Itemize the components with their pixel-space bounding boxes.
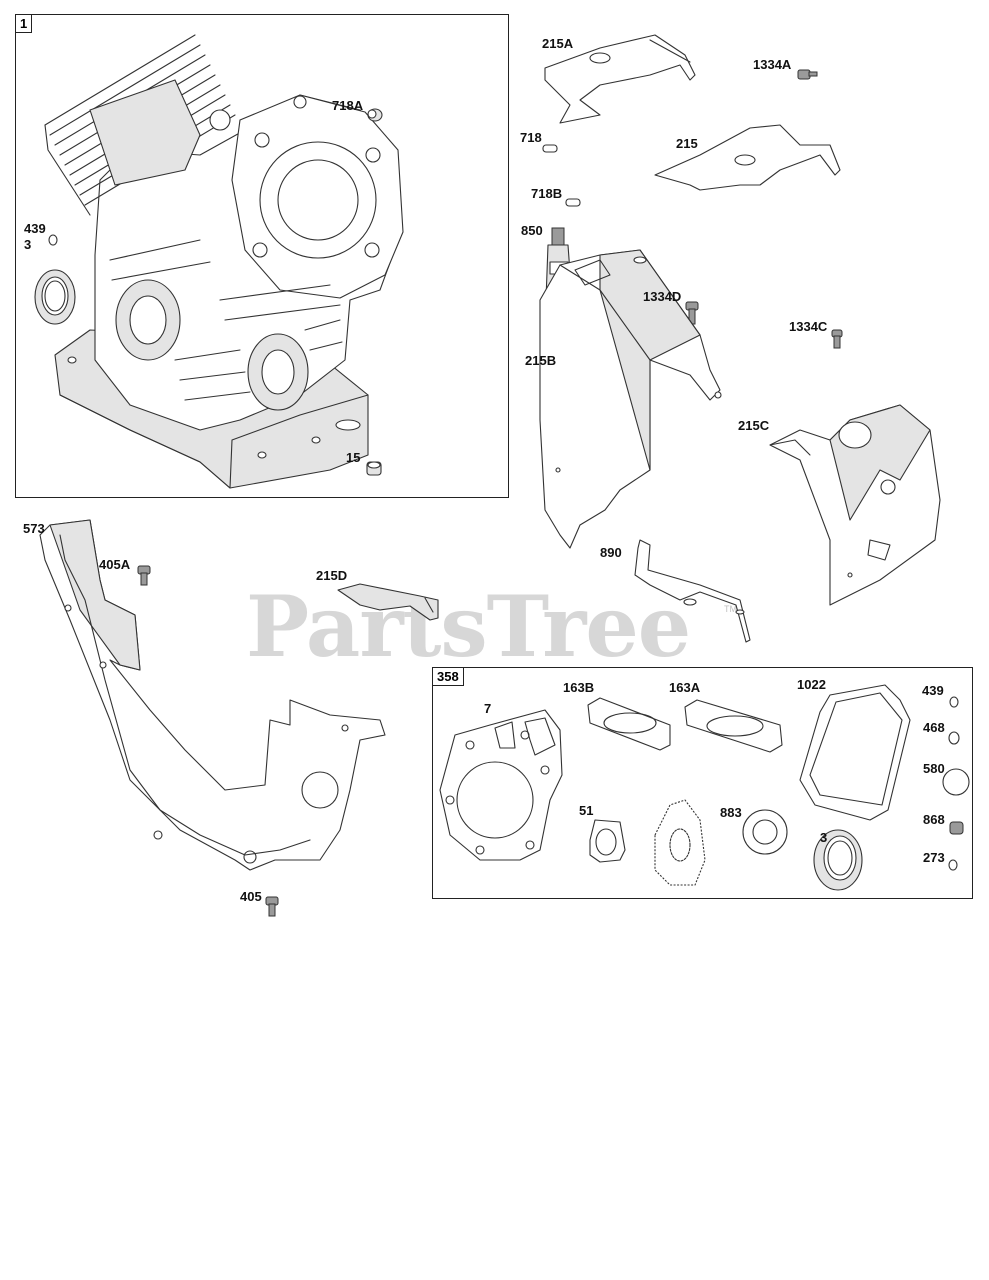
plug-868-drawing[interactable] (949, 821, 964, 835)
oring-439-top-drawing[interactable] (48, 234, 58, 246)
oring-580-drawing[interactable] (942, 768, 970, 796)
callout-3-top[interactable]: 3 (24, 237, 32, 252)
callout-718B[interactable]: 718B (531, 186, 563, 201)
shroud-215C-drawing[interactable] (769, 404, 941, 606)
seal-3-set-drawing[interactable] (813, 829, 863, 891)
block-group-tag: 1 (16, 15, 33, 33)
callout-163B[interactable]: 163B (563, 680, 595, 695)
gasket-163A-drawing[interactable] (684, 699, 783, 753)
callout-7[interactable]: 7 (484, 701, 492, 716)
plug-718A-drawing[interactable] (367, 108, 383, 122)
callout-580[interactable]: 580 (923, 761, 945, 776)
block-group-frame: 1 (15, 14, 509, 498)
callout-1334A[interactable]: 1334A (753, 57, 792, 72)
bracket-890-drawing[interactable] (634, 539, 751, 643)
callout-215D[interactable]: 215D (316, 568, 348, 583)
callout-405[interactable]: 405 (240, 889, 262, 904)
callout-718[interactable]: 718 (520, 130, 542, 145)
backplate-573-drawing[interactable] (39, 519, 386, 871)
bolt-405A-drawing[interactable] (137, 565, 151, 586)
callout-215B[interactable]: 215B (525, 353, 557, 368)
gasket-set-tag: 358 (433, 668, 464, 686)
callout-15[interactable]: 15 (346, 450, 361, 465)
engine-block-drawing[interactable] (44, 34, 404, 489)
callout-573[interactable]: 573 (23, 521, 45, 536)
callout-439-set[interactable]: 439 (922, 683, 944, 698)
callout-215C[interactable]: 215C (738, 418, 770, 433)
gasket-1022-drawing[interactable] (799, 684, 911, 821)
callout-1022[interactable]: 1022 (797, 677, 826, 692)
callout-883[interactable]: 883 (720, 805, 742, 820)
gasket-7-drawing[interactable] (439, 709, 563, 861)
callout-215A[interactable]: 215A (542, 36, 574, 51)
callout-273[interactable]: 273 (923, 850, 945, 865)
callout-215[interactable]: 215 (676, 136, 698, 151)
pin-718-drawing[interactable] (542, 144, 558, 153)
callout-850[interactable]: 850 (521, 223, 543, 238)
bolt-405-drawing[interactable] (265, 896, 279, 917)
pin-718B-drawing[interactable] (565, 198, 581, 207)
shroud-215B-drawing[interactable] (539, 249, 722, 549)
oring-468-drawing[interactable] (948, 731, 960, 745)
oring-439-set-drawing[interactable] (949, 696, 959, 708)
gasket-intake-drawing[interactable] (654, 799, 706, 886)
bolt-1334A-drawing[interactable] (797, 69, 818, 80)
callout-439-top[interactable]: 439 (24, 221, 46, 236)
callout-1334C[interactable]: 1334C (789, 319, 828, 334)
callout-3-set[interactable]: 3 (820, 830, 828, 845)
gasket-51-drawing[interactable] (589, 819, 626, 863)
shield-215A-drawing[interactable] (544, 34, 696, 124)
gasket-163B-drawing[interactable] (587, 697, 671, 751)
oring-273-drawing[interactable] (948, 859, 958, 871)
gasket-883-drawing[interactable] (742, 809, 788, 855)
callout-51[interactable]: 51 (579, 803, 594, 818)
shield-215-drawing[interactable] (654, 124, 841, 191)
callout-405A[interactable]: 405A (99, 557, 131, 572)
callout-163A[interactable]: 163A (669, 680, 701, 695)
callout-1334D[interactable]: 1334D (643, 289, 682, 304)
plug-15-drawing[interactable] (366, 461, 382, 476)
watermark-trademark: TM (724, 604, 737, 614)
baffle-215D-drawing[interactable] (337, 583, 439, 621)
callout-868[interactable]: 868 (923, 812, 945, 827)
callout-890[interactable]: 890 (600, 545, 622, 560)
bolt-1334C-drawing[interactable] (831, 329, 843, 349)
gasket-set-frame: 358 (432, 667, 973, 899)
seal-3-top-drawing[interactable] (34, 269, 76, 325)
callout-718A[interactable]: 718A (332, 98, 364, 113)
callout-468[interactable]: 468 (923, 720, 945, 735)
